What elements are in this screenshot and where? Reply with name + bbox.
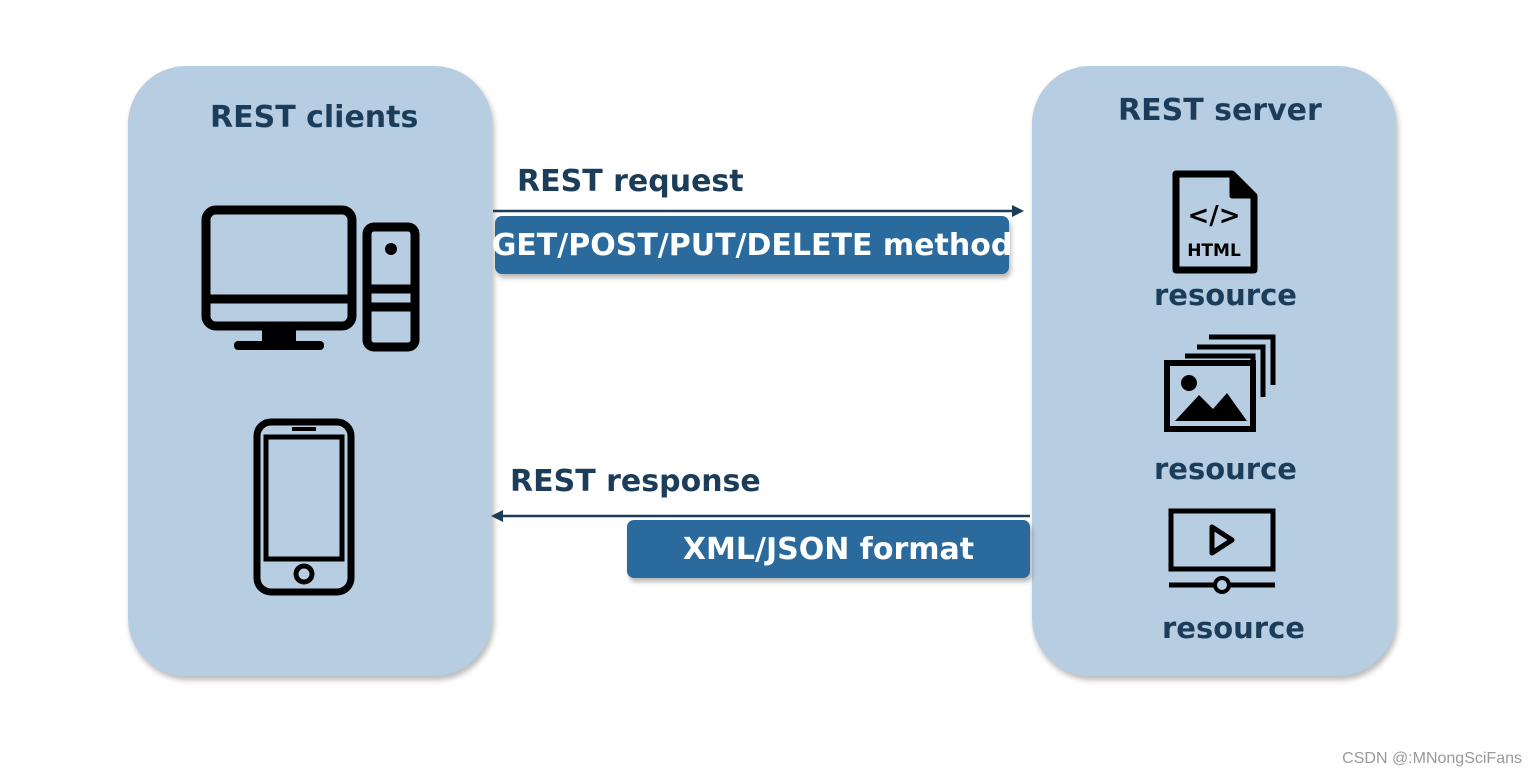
html-icon-text: HTML	[1187, 241, 1241, 261]
html-file-icon: </> HTML	[1172, 170, 1258, 274]
resource-label-image: resource	[1154, 452, 1297, 486]
resource-label-video: resource	[1162, 611, 1305, 645]
resource-label-html: resource	[1154, 278, 1297, 312]
response-format-box: XML/JSON format	[627, 520, 1030, 578]
rest-server-panel	[1032, 66, 1396, 676]
image-gallery-icon	[1164, 334, 1276, 432]
rest-response-label: REST response	[510, 464, 761, 499]
watermark: CSDN @:MNongSciFans	[1342, 750, 1522, 767]
rest-clients-title: REST clients	[210, 100, 419, 135]
request-method-box: GET/POST/PUT/DELETE method	[492, 216, 1012, 274]
smartphone-icon	[253, 418, 355, 596]
video-player-icon	[1168, 508, 1276, 594]
desktop-computer-icon	[201, 205, 420, 352]
rest-server-title: REST server	[1118, 93, 1322, 128]
code-symbol-text: </>	[1187, 201, 1240, 231]
rest-request-label: REST request	[517, 164, 744, 199]
